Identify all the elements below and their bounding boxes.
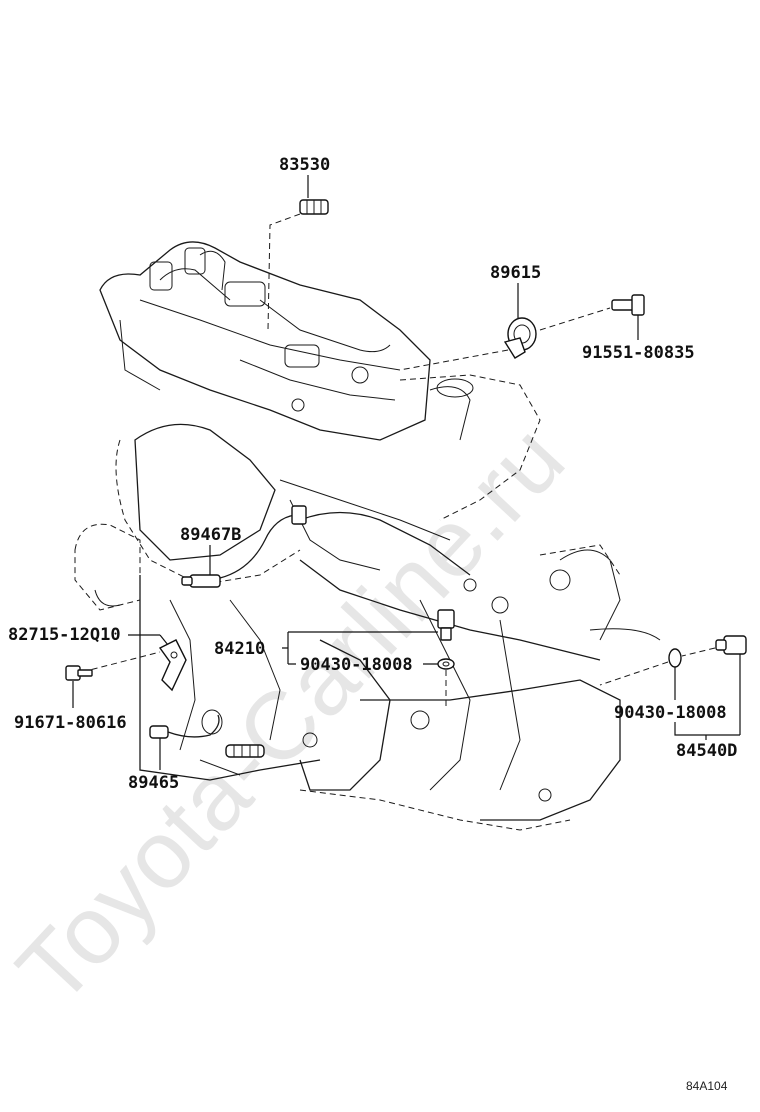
switch-84540D-icon bbox=[715, 635, 747, 655]
label-90430-18008-right[interactable]: 90430-18008 bbox=[614, 703, 727, 723]
part-89615-group: 89615 91551-80835 bbox=[399, 263, 695, 371]
label-82715-12Q10[interactable]: 82715-12Q10 bbox=[8, 625, 121, 645]
part-84210-group: 84210 90430-18008 bbox=[214, 609, 455, 706]
oxygen-sensor-icon bbox=[149, 709, 265, 758]
label-89615[interactable]: 89615 bbox=[490, 263, 541, 283]
label-91671-80616[interactable]: 91671-80616 bbox=[14, 713, 127, 733]
knock-sensor-icon bbox=[503, 317, 537, 359]
oxygen-sensor-b-icon bbox=[181, 574, 221, 588]
part-89467B-group: 89467B bbox=[180, 505, 307, 588]
diagram-code: 84A104 bbox=[686, 1079, 728, 1093]
part-82715-group: 82715-12Q10 91671-80616 bbox=[8, 625, 187, 733]
bracket-icon bbox=[158, 639, 187, 692]
label-89465[interactable]: 89465 bbox=[128, 773, 179, 793]
bolt-91551-icon bbox=[611, 294, 645, 316]
label-84210[interactable]: 84210 bbox=[214, 639, 265, 659]
part-83530-group: 83530 bbox=[267, 155, 330, 331]
label-89467B[interactable]: 89467B bbox=[180, 525, 241, 545]
label-91551-80835[interactable]: 91551-80835 bbox=[582, 343, 695, 363]
gasket-right-icon bbox=[668, 648, 682, 668]
label-84540D[interactable]: 84540D bbox=[676, 741, 737, 761]
label-83530[interactable]: 83530 bbox=[279, 155, 330, 175]
part-89465-group: 89465 bbox=[128, 709, 265, 793]
gasket-left-icon bbox=[437, 658, 455, 670]
engine-assembly-illustration bbox=[74, 241, 661, 831]
switch-84210-icon bbox=[437, 609, 455, 641]
bolt-91671-icon bbox=[65, 665, 93, 681]
label-90430-18008-left[interactable]: 90430-18008 bbox=[300, 655, 413, 675]
oil-pressure-switch-icon bbox=[299, 199, 329, 215]
part-84540D-group: 90430-18008 84540D bbox=[599, 635, 747, 761]
